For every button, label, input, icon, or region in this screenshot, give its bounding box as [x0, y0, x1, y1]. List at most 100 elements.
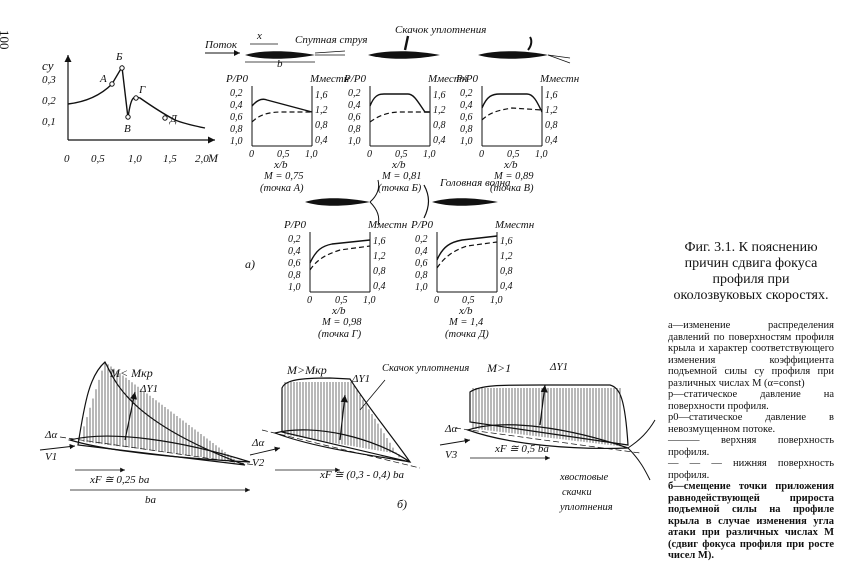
regime-3: M>1	[486, 361, 511, 375]
panel-p-tick: 0,6	[288, 258, 301, 269]
panel-p-tick: 0,6	[415, 258, 428, 269]
cy-chart: cy M 0 0,5 1,0 1,5 2,0 0,1 0,2 0,3 А Б В…	[42, 51, 219, 165]
panel-x-tick: 0,5	[462, 295, 475, 306]
airfoil-4	[305, 198, 370, 206]
panel-x-tick: 0	[434, 295, 439, 306]
figure: cy M 0 0,5 1,0 1,5 2,0 0,1 0,2 0,3 А Б В…	[0, 24, 834, 561]
panel-p-tick: 0,6	[348, 112, 361, 123]
tail-3b: скачки	[562, 487, 592, 498]
panel-point: (точка В)	[490, 183, 534, 194]
b-label: b	[277, 58, 283, 70]
panel-m-tick: 1,2	[315, 105, 328, 116]
cy-point-a	[109, 81, 115, 87]
part-label-a: а)	[245, 257, 255, 271]
dy-2: ΔY1	[351, 373, 370, 385]
lower-surface-curve	[309, 245, 371, 271]
panel-m-tick: 1,6	[500, 236, 513, 247]
legend-a: а—изменение распределения давлений по по…	[668, 320, 834, 389]
panel-xlabel: x/b	[391, 159, 406, 171]
wake-label: Спутная струя	[295, 34, 368, 46]
cy-ytick: 0,2	[42, 95, 56, 107]
panel-xlabel: x/b	[503, 159, 518, 171]
xf-2: xF ≅ (0,3 - 0,4) ba	[319, 469, 405, 481]
panel-p-tick: 0,6	[230, 112, 243, 123]
v-3: V3	[445, 449, 458, 461]
panel-x-tick: 1,0	[363, 295, 376, 306]
xf-1: xF ≅ 0,25 ba	[89, 474, 150, 486]
legend-p0: p0—статическое давление в невозмущенном …	[668, 412, 834, 435]
figure-canvas: cy M 0 0,5 1,0 1,5 2,0 0,1 0,2 0,3 А Б В…	[39, 24, 656, 513]
airfoil-3	[478, 51, 548, 59]
lower-surface-curve	[436, 241, 498, 269]
panel-xlabel: x/b	[273, 159, 288, 171]
panel-point: (точка Д)	[445, 329, 489, 340]
panel-m-tick: 0,4	[433, 135, 446, 146]
da-2: Δα	[251, 437, 264, 449]
panel-x-tick: 0,5	[507, 149, 520, 160]
panel-p-tick: 0,8	[288, 270, 301, 281]
panel-p-tick: 1,0	[348, 136, 361, 147]
cy-xtick: 1,5	[163, 153, 177, 165]
panel-m-tick: 0,8	[500, 266, 513, 277]
legend-b: б—смещение точки приложения равнодейству…	[668, 481, 834, 561]
legend-p: p—статическое давление на поверхности пр…	[668, 389, 834, 412]
flow-row-2: Головная волна	[305, 177, 511, 226]
panel-p-tick: 0,8	[460, 124, 473, 135]
cy-ytick: 0,3	[42, 74, 56, 86]
cy-label-g: Г	[138, 84, 146, 96]
da-3: Δα	[444, 423, 457, 435]
panel-mach: M = 0,81	[381, 171, 421, 182]
bottom-panel-1: M< Mкр ΔY1 Δα V1 xF ≅ 0,25 ba ba	[39, 361, 256, 506]
cy-label-a: А	[99, 73, 107, 85]
lower-surface-curve	[369, 111, 430, 123]
part-label-b: б)	[397, 497, 407, 511]
panel-m-tick: 1,6	[373, 236, 386, 247]
panel-x-tick: 1,0	[423, 149, 436, 160]
airfoil-5	[432, 198, 498, 206]
panel-x-tick: 0	[249, 149, 254, 160]
panel-x-tick: 1,0	[305, 149, 318, 160]
cy-point-b	[119, 65, 125, 71]
panel-mach: M = 0,98	[321, 317, 362, 328]
dy-3: ΔY1	[549, 361, 568, 373]
panel-point: (точка Б)	[378, 183, 422, 194]
panel-m-tick: 1,6	[433, 90, 446, 101]
panel-ylabel: P/P0	[455, 73, 478, 85]
panel-x-tick: 0,5	[395, 149, 408, 160]
panel-m-tick: 0,8	[315, 120, 328, 131]
panel-ylabel: P/P0	[283, 219, 306, 231]
cy-ylabel: cy	[42, 58, 54, 73]
cy-curve	[67, 64, 206, 129]
panel-m-tick: 1,2	[373, 251, 386, 262]
cy-label-b: Б	[115, 51, 123, 63]
panel-m-tick: 1,2	[500, 251, 513, 262]
panel-p-tick: 0,4	[415, 246, 428, 257]
panel-point: (точка А)	[260, 183, 304, 194]
airfoil-b1	[67, 435, 251, 463]
upper-surface-curve	[309, 239, 371, 264]
panel-mlabel: Mместн	[309, 73, 350, 85]
panel-m-tick: 0,4	[545, 135, 558, 146]
panel-xlabel: x/b	[331, 305, 346, 317]
flow-row: Поток Спутная струя x b Скачок уплотнени…	[204, 24, 571, 70]
panel-mlabel: Mместн	[367, 219, 408, 231]
panel-point: (точка Г)	[318, 329, 362, 340]
panel-m-tick: 0,4	[500, 281, 513, 292]
ba-label: ba	[145, 494, 157, 506]
panel-ylabel: P/P0	[343, 73, 366, 85]
panel-m-tick: 0,8	[373, 266, 386, 277]
dy-1: ΔY1	[139, 383, 158, 395]
caption: Фиг. 3.1. К пояснению причин сдвига фоку…	[668, 240, 834, 562]
regime-1: M< Mкр	[109, 366, 153, 380]
panel-x-tick: 0,5	[277, 149, 290, 160]
lift-plateau-2	[281, 377, 412, 463]
panel-p-tick: 1,0	[230, 136, 243, 147]
lower-surface-curve	[251, 111, 312, 123]
cy-xtick: 1,0	[128, 153, 142, 165]
da-1: Δα	[44, 429, 57, 441]
